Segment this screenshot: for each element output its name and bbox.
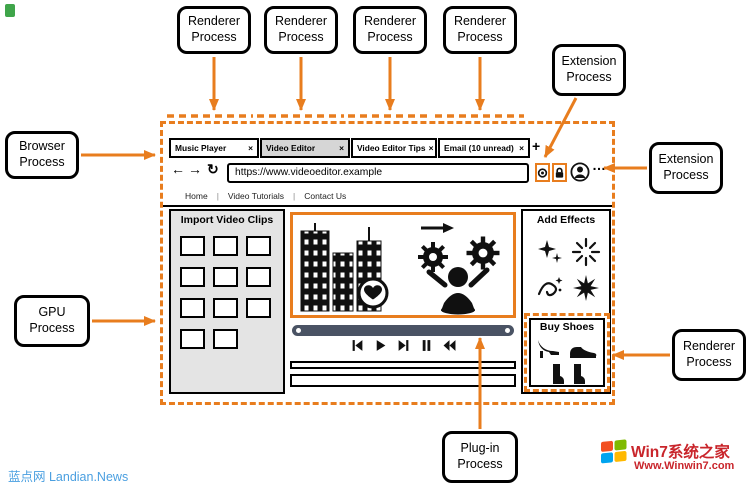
effects-title: Add Effects xyxy=(536,214,596,226)
plugin-process-label: Plug-in Process xyxy=(442,431,518,483)
menu-link-tutorials[interactable]: Video Tutorials xyxy=(227,191,284,201)
ad-title: Buy Shoes xyxy=(539,321,595,333)
pause-button[interactable] xyxy=(420,339,433,352)
extension-button-2[interactable] xyxy=(552,163,567,182)
browser-window: Music Player × Video Editor × Video Edit… xyxy=(160,121,615,405)
effect-swirl-button[interactable] xyxy=(535,273,565,303)
ad-buy-shoes[interactable]: Buy Shoes xyxy=(524,313,610,392)
gpu-process-label: GPU Process xyxy=(14,295,90,347)
skip-start-button[interactable] xyxy=(351,339,364,352)
renderer-process-label-3: Renderer Process xyxy=(353,6,427,54)
boot-icon xyxy=(552,364,564,384)
ad-shoes-row-2 xyxy=(531,363,603,385)
win7-site-name: Win7系统之家 xyxy=(631,444,730,461)
extension-process-label-top: Extension Process xyxy=(552,44,626,96)
video-clip-slot[interactable] xyxy=(180,236,205,256)
video-clip-slot[interactable] xyxy=(180,267,205,287)
effect-sparkle-button-1[interactable] xyxy=(535,237,565,267)
site-menu: Home | Video Tutorials | Contact Us xyxy=(185,191,346,201)
landian-watermark: 蓝点网 Landian.News xyxy=(8,470,129,484)
scrubber-dot xyxy=(296,328,301,333)
more-menu-button[interactable]: … xyxy=(592,157,607,173)
tab-label: Video Editor Tips xyxy=(357,143,426,153)
renderer-process-label-right: Renderer Process xyxy=(672,329,746,381)
extension-process-label-right: Extension Process xyxy=(649,142,723,194)
tab-label: Music Player xyxy=(175,143,227,153)
sneaker-icon xyxy=(570,347,597,358)
back-button[interactable]: ← xyxy=(171,161,185,177)
menu-separator: | xyxy=(292,191,296,201)
renderer-process-label-2: Renderer Process xyxy=(264,6,338,54)
tab-video-editor[interactable]: Video Editor × xyxy=(260,138,350,158)
forward-button[interactable]: → xyxy=(188,161,202,177)
browser-process-label: Browser Process xyxy=(5,131,79,179)
video-preview[interactable] xyxy=(290,212,516,318)
video-clip-slot[interactable] xyxy=(213,329,238,349)
extension-button-1[interactable] xyxy=(535,163,550,182)
boot-icon-2 xyxy=(573,364,585,384)
renderer-process-label-4: Renderer Process xyxy=(443,6,517,54)
rewind-button[interactable] xyxy=(443,339,456,352)
tab-music-player[interactable]: Music Player × xyxy=(169,138,259,158)
new-tab-button[interactable]: + xyxy=(532,138,541,154)
address-bar[interactable]: https://www.videoeditor.example xyxy=(227,163,529,183)
seek-bar[interactable] xyxy=(292,325,514,336)
reload-button[interactable]: ↻ xyxy=(207,161,219,177)
windows-logo-icon xyxy=(601,439,627,464)
scrubber-dot xyxy=(505,328,510,333)
timeline-track-1[interactable] xyxy=(290,361,516,369)
menu-divider xyxy=(163,205,612,207)
video-clip-slot[interactable] xyxy=(213,267,238,287)
video-clip-slot[interactable] xyxy=(246,267,271,287)
profile-icon[interactable] xyxy=(570,162,590,182)
high-heel-icon xyxy=(538,340,559,358)
tab-close-icon[interactable]: × xyxy=(519,143,524,153)
tab-video-editor-tips[interactable]: Video Editor Tips × xyxy=(351,138,437,158)
tab-close-icon[interactable]: × xyxy=(248,143,253,153)
playback-controls xyxy=(290,339,516,352)
video-clip-slot[interactable] xyxy=(213,298,238,318)
video-scene-illustration xyxy=(300,223,500,315)
play-button[interactable] xyxy=(374,339,387,352)
tab-email[interactable]: Email (10 unread) × xyxy=(438,138,530,158)
tab-label: Email (10 unread) xyxy=(444,143,514,153)
video-clip-slot[interactable] xyxy=(213,236,238,256)
renderer-process-label-1: Renderer Process xyxy=(177,6,251,54)
tab-label: Video Editor xyxy=(266,143,316,153)
effect-burst-button[interactable] xyxy=(571,237,601,267)
timeline-track-2[interactable] xyxy=(290,374,516,387)
video-clip-slot[interactable] xyxy=(180,298,205,318)
ad-frame: Buy Shoes xyxy=(529,318,605,387)
skip-end-button[interactable] xyxy=(397,339,410,352)
video-clip-slot[interactable] xyxy=(246,298,271,318)
corner-logo-icon xyxy=(5,4,15,17)
video-clip-slot[interactable] xyxy=(180,329,205,349)
ad-shoes-row-1 xyxy=(531,339,603,359)
effect-star-button[interactable] xyxy=(571,273,601,303)
menu-separator: | xyxy=(216,191,219,201)
menu-link-contact[interactable]: Contact Us xyxy=(304,191,347,201)
video-clip-slot[interactable] xyxy=(246,236,271,256)
menu-link-home[interactable]: Home xyxy=(185,191,208,201)
import-clips-panel: Import Video Clips xyxy=(169,209,285,394)
tab-close-icon[interactable]: × xyxy=(428,143,434,153)
tab-close-icon[interactable]: × xyxy=(339,143,344,153)
win7-site-url: Www.Winwin7.com xyxy=(634,460,735,472)
lock-icon xyxy=(555,167,564,178)
import-clips-title: Import Video Clips xyxy=(180,214,274,226)
extension-badge-icon xyxy=(537,167,548,178)
